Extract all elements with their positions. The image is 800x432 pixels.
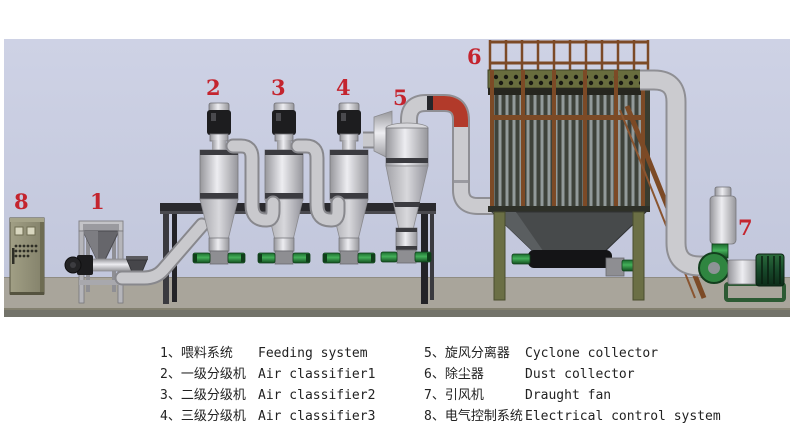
legend-cn-label: 4、三级分级机 <box>160 409 246 424</box>
marker-4: 4 <box>336 75 351 100</box>
legend-cn-label: 3、二级分级机 <box>160 388 246 403</box>
legend-item-2: 2、一级分级机 Air classifier1 <box>160 367 375 388</box>
air-classifier-3-graphic <box>322 102 376 265</box>
legend-item-4: 4、三级分级机 Air classifier3 <box>160 409 375 430</box>
cyclone-outlet-duct-graphic <box>400 94 497 215</box>
legend-item-5: 5、旋风分离器 Cyclone collector <box>424 346 721 367</box>
legend-en-label: Air classifier1 <box>258 367 376 382</box>
marker-6: 6 <box>467 44 482 69</box>
legend: 1、喂料系统 Feeding system 2、一级分级机 Air classi… <box>0 322 800 432</box>
marker-8: 8 <box>14 189 29 214</box>
legend-cn-label: 6、除尘器 <box>424 367 484 382</box>
legend-item-7: 7、引风机 Draught fan <box>424 388 721 409</box>
marker-1: 1 <box>90 189 105 214</box>
electrical-control-cabinet-graphic <box>9 217 45 295</box>
legend-en-label: Air classifier2 <box>258 388 376 403</box>
legend-en-label: Air classifier3 <box>258 409 376 424</box>
marker-2: 2 <box>206 75 221 100</box>
fan-motor <box>755 253 785 287</box>
marker-3: 3 <box>271 75 286 100</box>
fan-inlet-duct-graphic <box>640 69 706 277</box>
cyclone-collector-graphic <box>380 122 432 264</box>
legend-cn-label: 7、引风机 <box>424 388 484 403</box>
legend-en-label: Dust collector <box>525 367 635 382</box>
legend-column-left: 1、喂料系统 Feeding system 2、一级分级机 Air classi… <box>160 346 375 430</box>
legend-column-right: 5、旋风分离器 Cyclone collector 6、除尘器 Dust col… <box>424 346 721 430</box>
feeding-system-graphic <box>64 217 210 304</box>
legend-cn-label: 1、喂料系统 <box>160 346 233 361</box>
marker-7: 7 <box>738 215 753 240</box>
legend-en-label: Cyclone collector <box>525 346 659 361</box>
air-classifier-1-graphic <box>192 102 246 265</box>
legend-en-label: Draught fan <box>525 388 612 403</box>
legend-cn-label: 8、电气控制系统 <box>424 409 523 424</box>
legend-item-1: 1、喂料系统 Feeding system <box>160 346 375 367</box>
legend-cn-label: 5、旋风分离器 <box>424 346 510 361</box>
legend-item-6: 6、除尘器 Dust collector <box>424 367 721 388</box>
draught-fan-graphic <box>698 186 786 302</box>
legend-en-label: Electrical control system <box>525 409 721 424</box>
legend-item-3: 3、二级分级机 Air classifier2 <box>160 388 375 409</box>
legend-en-label: Feeding system <box>258 346 368 361</box>
air-classifier-2-graphic <box>257 102 311 265</box>
marker-5: 5 <box>393 85 408 110</box>
legend-cn-label: 2、一级分级机 <box>160 367 246 382</box>
legend-item-8: 8、电气控制系统 Electrical control system <box>424 409 721 430</box>
duct-red-segment <box>433 96 468 127</box>
dust-collector-graphic <box>487 40 707 301</box>
